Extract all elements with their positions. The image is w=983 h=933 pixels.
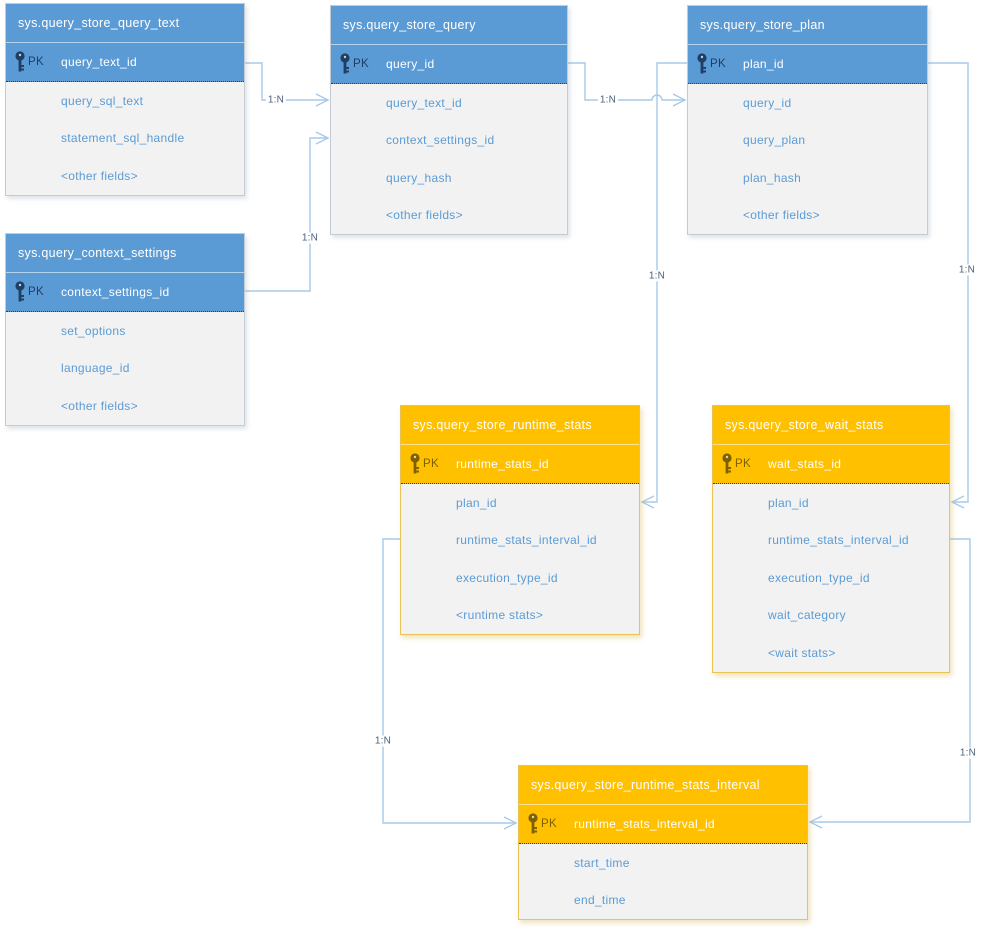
pk-field-name: wait_stats_id <box>768 457 842 471</box>
entity-title: sys.query_store_runtime_stats_interval <box>519 766 807 804</box>
entity-query-store-wait-stats[interactable]: sys.query_store_wait_stats PK wait_stats… <box>712 405 950 673</box>
pk-field-name: runtime_stats_interval_id <box>574 817 715 831</box>
crow-foot-arrow-icon <box>672 93 687 107</box>
primary-key-icon <box>697 53 707 74</box>
cardinality-label: 1:N <box>265 94 287 106</box>
crow-foot-arrow-icon <box>503 816 518 830</box>
primary-key-icon <box>722 453 732 474</box>
field-row: start_time <box>574 855 630 870</box>
cardinality-label: 1:N <box>956 264 978 276</box>
entity-query-store-query-text[interactable]: sys.query_store_query_text PK query_text… <box>5 3 245 196</box>
pk-row: PK plan_id <box>688 44 927 84</box>
crow-foot-arrow-icon <box>315 93 330 107</box>
cardinality-label: 1:N <box>299 232 321 244</box>
entity-query-store-plan[interactable]: sys.query_store_plan PK plan_id query_id… <box>687 5 928 235</box>
connector-contextsettings-to-query <box>245 137 328 292</box>
crow-foot-arrow-icon <box>640 495 655 509</box>
primary-key-icon <box>410 453 420 474</box>
crow-foot-arrow-icon <box>808 815 823 829</box>
entity-query-context-settings[interactable]: sys.query_context_settings PK context_se… <box>5 233 245 426</box>
field-row: plan_id <box>456 495 497 510</box>
entity-query-store-runtime-stats[interactable]: sys.query_store_runtime_stats PK runtime… <box>400 405 640 635</box>
field-row: query_sql_text <box>61 93 144 108</box>
entity-title: sys.query_store_wait_stats <box>713 406 949 444</box>
cardinality-label: 1:N <box>957 747 979 759</box>
entity-query-store-runtime-stats-interval[interactable]: sys.query_store_runtime_stats_interval P… <box>518 765 808 920</box>
connector-query-to-plan <box>568 62 685 101</box>
pk-row: PK wait_stats_id <box>713 444 949 484</box>
field-row: query_hash <box>386 170 452 185</box>
field-row: query_plan <box>743 133 806 148</box>
entity-title: sys.query_store_runtime_stats <box>401 406 639 444</box>
field-row: execution_type_id <box>768 570 870 585</box>
cardinality-label: 1:N <box>597 94 619 106</box>
connector-waitstats-to-interval <box>810 538 971 823</box>
primary-key-icon <box>15 281 25 302</box>
field-row: plan_id <box>768 495 809 510</box>
pk-row: PK runtime_stats_id <box>401 444 639 484</box>
pk-row: PK query_id <box>331 44 567 84</box>
crow-foot-arrow-icon <box>315 131 330 145</box>
pk-field-name: context_settings_id <box>61 285 170 299</box>
pk-badge: PK <box>353 58 369 70</box>
cardinality-label: 1:N <box>646 270 668 282</box>
field-row: query_id <box>743 95 792 110</box>
field-row: set_options <box>61 323 126 338</box>
field-row: plan_hash <box>743 170 802 185</box>
field-row: <other fields> <box>386 208 463 223</box>
pk-row: PK query_text_id <box>6 42 244 82</box>
entity-title: sys.query_store_query_text <box>6 4 244 42</box>
field-row: <wait stats> <box>768 645 836 660</box>
pk-badge: PK <box>710 58 726 70</box>
connector-plan-to-runtimestats <box>642 62 687 503</box>
field-row: query_text_id <box>386 95 462 110</box>
pk-row: PK context_settings_id <box>6 272 244 312</box>
field-row: end_time <box>574 893 626 908</box>
pk-field-name: query_id <box>386 57 435 71</box>
pk-badge: PK <box>28 56 44 68</box>
field-row: wait_category <box>768 608 846 623</box>
primary-key-icon <box>528 813 538 834</box>
field-row: statement_sql_handle <box>61 131 185 146</box>
pk-badge: PK <box>423 458 439 470</box>
pk-badge: PK <box>541 818 557 830</box>
entity-query-store-query[interactable]: sys.query_store_query PK query_id query_… <box>330 5 568 235</box>
pk-field-name: runtime_stats_id <box>456 457 549 471</box>
field-row: runtime_stats_interval_id <box>456 533 597 548</box>
field-row: <other fields> <box>743 208 820 223</box>
field-row: <other fields> <box>61 168 138 183</box>
primary-key-icon <box>340 53 350 74</box>
entity-title: sys.query_store_plan <box>688 6 927 44</box>
cardinality-label: 1:N <box>372 735 394 747</box>
crow-foot-arrow-icon <box>950 495 965 509</box>
pk-row: PK runtime_stats_interval_id <box>519 804 807 844</box>
connector-querytext-to-query <box>245 62 328 101</box>
primary-key-icon <box>15 51 25 72</box>
pk-badge: PK <box>28 286 44 298</box>
field-row: runtime_stats_interval_id <box>768 533 909 548</box>
field-row: language_id <box>61 361 130 376</box>
pk-field-name: plan_id <box>743 57 784 71</box>
field-row: <other fields> <box>61 398 138 413</box>
entity-title: sys.query_store_query <box>331 6 567 44</box>
connector-runtimestats-to-interval <box>382 538 516 824</box>
pk-badge: PK <box>735 458 751 470</box>
connector-plan-to-waitstats <box>928 62 969 503</box>
entity-title: sys.query_context_settings <box>6 234 244 272</box>
field-row: execution_type_id <box>456 570 558 585</box>
pk-field-name: query_text_id <box>61 55 137 69</box>
field-row: context_settings_id <box>386 133 495 148</box>
field-row: <runtime stats> <box>456 608 544 623</box>
